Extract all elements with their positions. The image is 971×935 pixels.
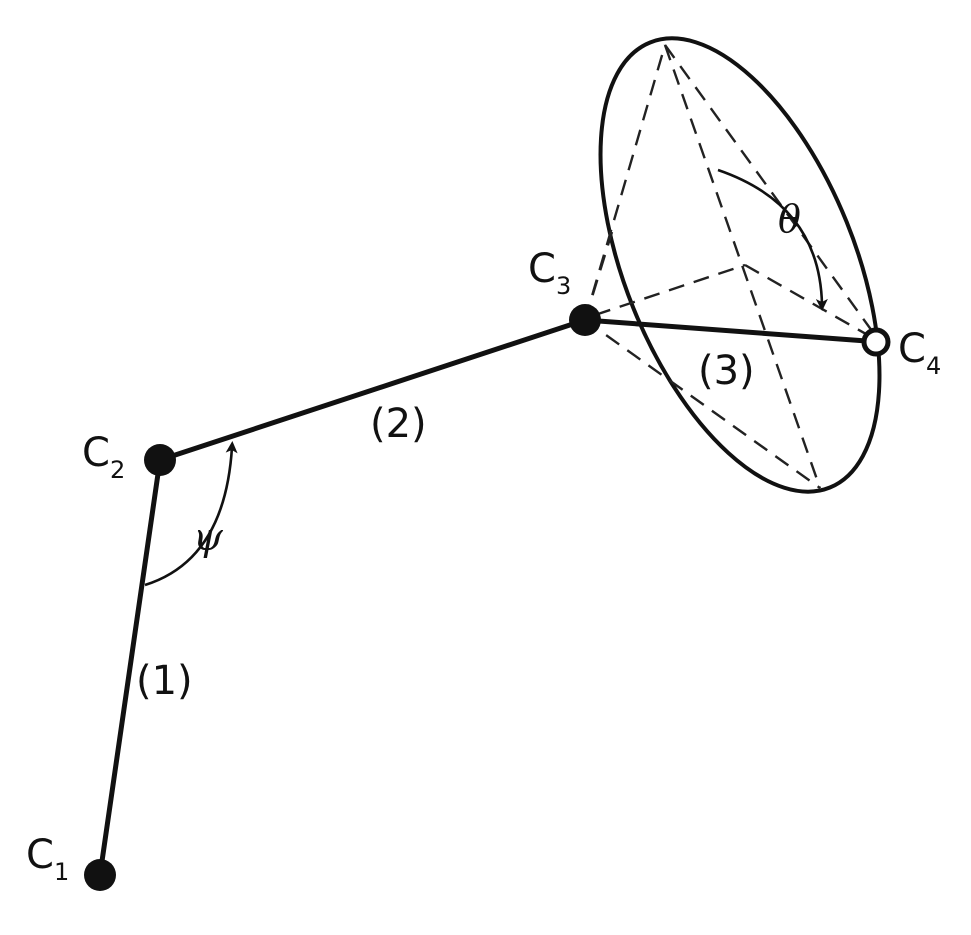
atom-c1 bbox=[84, 859, 116, 891]
cone-dash-line bbox=[584, 319, 821, 489]
atom-c2 bbox=[144, 444, 176, 476]
atom-label-c2: C2 bbox=[82, 430, 125, 484]
bond-label-2: (2) bbox=[370, 401, 427, 447]
bond-3-line bbox=[582, 317, 883, 345]
bond-label-3: (3) bbox=[698, 348, 755, 394]
bond-label-1: (1) bbox=[136, 658, 193, 704]
atom-c4 bbox=[861, 327, 891, 357]
theta-label: θ bbox=[778, 197, 801, 241]
cone-dash-line bbox=[594, 263, 746, 317]
cone-dash-line bbox=[744, 263, 881, 344]
atom-label-c4: C4 bbox=[898, 326, 941, 380]
bond-1-line bbox=[97, 457, 163, 878]
psi-angle-arc bbox=[144, 441, 238, 587]
cone-dash-line bbox=[583, 44, 667, 321]
psi-label: ψ bbox=[193, 515, 224, 559]
atom-c3 bbox=[569, 304, 601, 336]
theta-angle-arc bbox=[717, 168, 828, 311]
rotation-ellipse bbox=[598, 36, 882, 494]
cone-dash-line bbox=[663, 44, 822, 489]
atom-label-c3: C3 bbox=[528, 246, 571, 300]
bond-2-line bbox=[157, 317, 588, 463]
cone-dash-line bbox=[664, 44, 881, 343]
rotation-cone bbox=[583, 36, 882, 494]
atom-label-c1: C1 bbox=[26, 832, 69, 886]
